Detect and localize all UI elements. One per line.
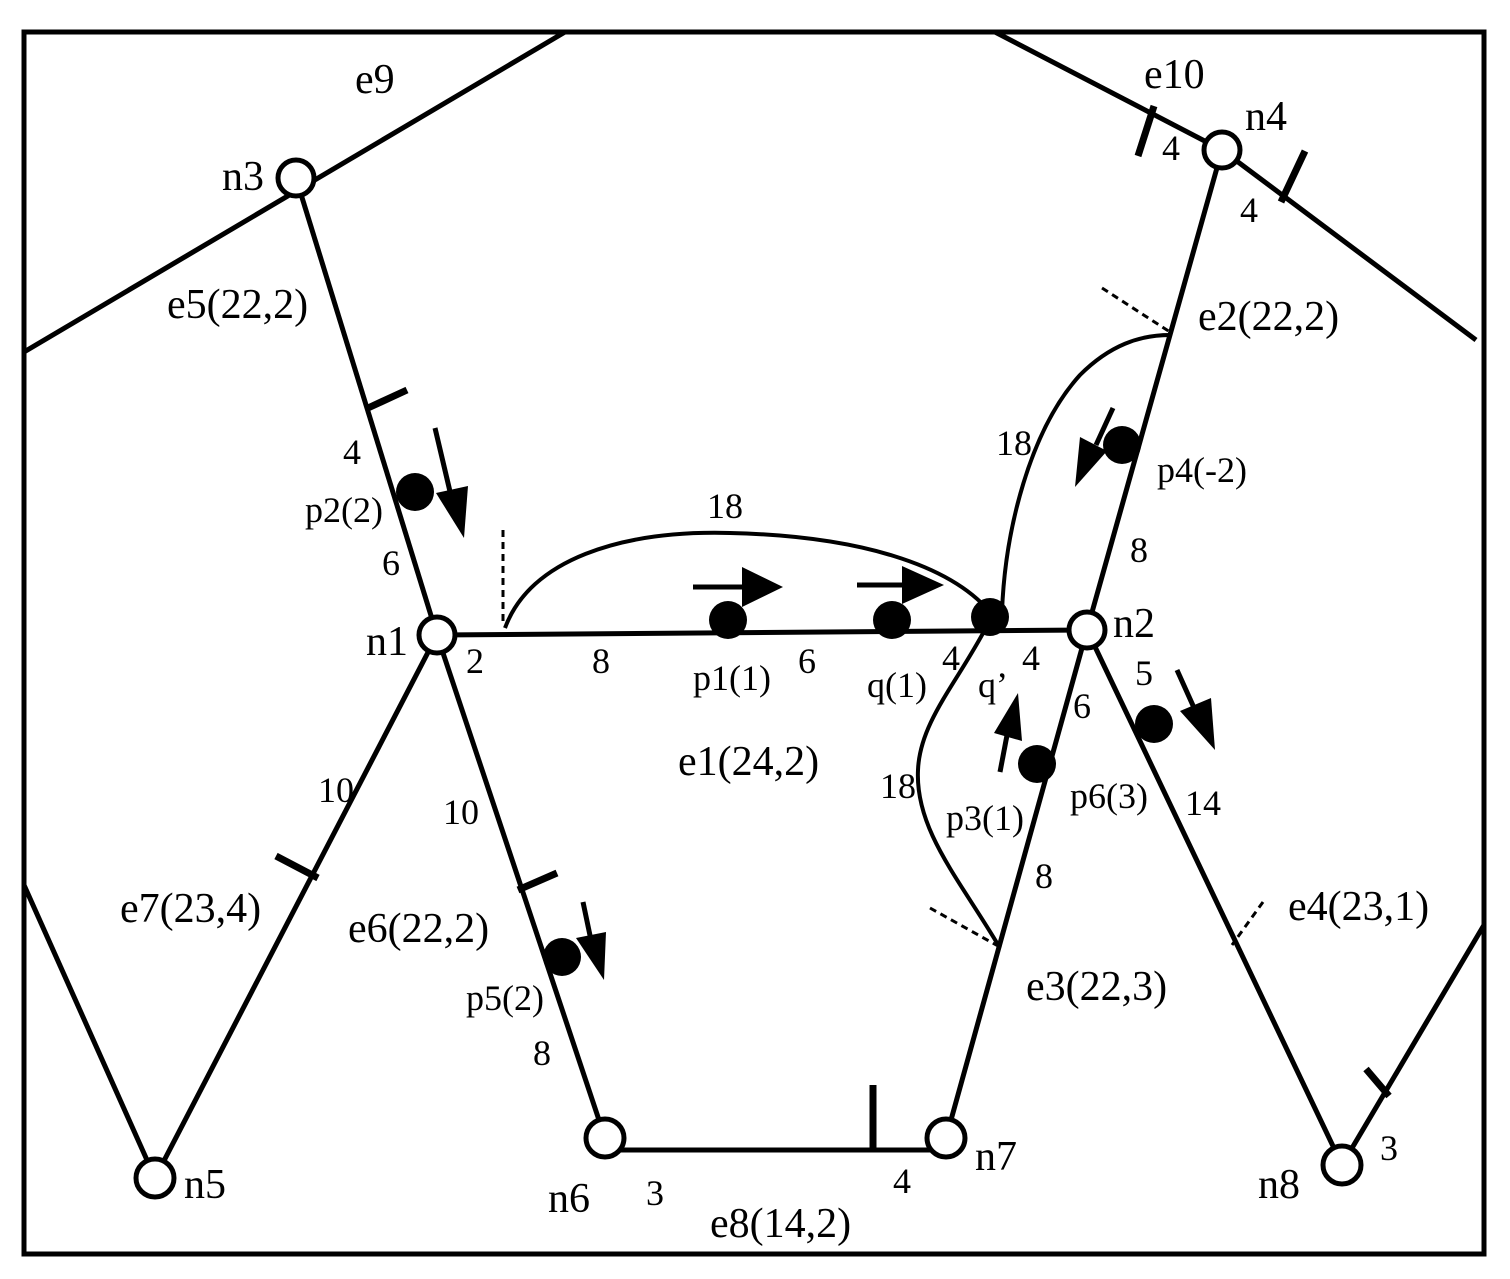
num-e10-a: 4: [1162, 128, 1180, 168]
num-e1-d: 4: [942, 638, 960, 678]
label-n2: n2: [1113, 601, 1155, 647]
tick-n4-right: [1277, 149, 1309, 204]
label-e7: e7(23,4): [120, 886, 261, 932]
edge-n8-right: [1339, 923, 1487, 1167]
curve-e2-arc: [1000, 333, 1171, 613]
node-n8: [1320, 1143, 1364, 1187]
node-n6: [583, 1116, 627, 1160]
tick-e10: [1134, 104, 1158, 158]
point-p1: [709, 601, 747, 639]
curve-e3-arc: [915, 619, 1002, 950]
point-p4: [1103, 426, 1141, 464]
num-e6-b: 8: [533, 1033, 551, 1073]
point-p5: [543, 938, 581, 976]
node-n3: [275, 157, 317, 199]
edge-left-n5: [21, 883, 158, 1180]
curve-e1-arc: [503, 530, 992, 629]
edge-e5: [293, 177, 440, 636]
label-e6: e6(22,2): [348, 906, 489, 952]
label-q-prime: q’: [978, 665, 1008, 705]
tick-e6: [516, 869, 559, 894]
arrow-p2: [432, 427, 468, 538]
label-p3: p3(1): [946, 798, 1024, 838]
frame: [21, 29, 1487, 1257]
label-e4: e4(23,1): [1288, 884, 1429, 930]
label-e10: e10: [1144, 52, 1205, 98]
num-e3-a: 6: [1073, 686, 1091, 726]
num-e1-c: 6: [798, 641, 816, 681]
dashed-marker-e3: [929, 906, 999, 948]
node-n1: [416, 614, 458, 656]
label-e2: e2(22,2): [1198, 294, 1339, 340]
num-e7-a: 10: [318, 770, 354, 810]
num-e5-b: 6: [382, 543, 400, 583]
dashed-marker-e4: [1230, 901, 1265, 946]
arrow-q: [857, 566, 944, 604]
label-n1: n1: [366, 619, 408, 665]
point-p6: [1135, 705, 1173, 743]
point-p3: [1018, 745, 1056, 783]
label-n3: n3: [222, 154, 264, 200]
label-e9: e9: [355, 57, 395, 103]
label-n6: n6: [548, 1176, 590, 1222]
num-e1-arc: 18: [707, 486, 743, 526]
label-p5: p5(2): [466, 978, 544, 1018]
tick-n8-right: [1363, 1066, 1392, 1099]
point-q: [873, 601, 911, 639]
label-e1: e1(24,2): [678, 739, 819, 785]
arrow-p6: [1174, 668, 1215, 750]
dashed-marker-e2: [1101, 286, 1171, 334]
edge-n4-right: [1220, 147, 1478, 343]
num-e2-arc: 18: [996, 423, 1032, 463]
label-e8: e8(14,2): [710, 1201, 851, 1247]
edge-e2: [1084, 149, 1225, 631]
node-n5: [133, 1156, 177, 1200]
label-p2: p2(2): [305, 490, 383, 530]
num-e5-a: 4: [343, 432, 361, 472]
label-n7: n7: [975, 1134, 1017, 1180]
arrow-p5: [576, 901, 606, 980]
num-e1-b: 8: [592, 641, 610, 681]
num-e6-a: 10: [443, 792, 479, 832]
node-n2: [1066, 609, 1108, 651]
node-n7: [924, 1116, 968, 1160]
tick-e7: [274, 852, 320, 882]
point-q-prime: [971, 598, 1009, 636]
num-e3-b: 8: [1035, 856, 1053, 896]
num-e10-b: 4: [1240, 190, 1258, 230]
label-e5: e5(22,2): [167, 282, 308, 328]
label-p6: p6(3): [1070, 776, 1148, 816]
label-p1: p1(1): [693, 658, 771, 698]
num-e1-a: 2: [466, 641, 484, 681]
edge-e7: [152, 633, 440, 1180]
node-n4: [1201, 129, 1243, 171]
num-e4-a: 5: [1135, 653, 1153, 693]
label-e3: e3(22,3): [1026, 964, 1167, 1010]
arrow-p4: [1075, 406, 1116, 487]
num-e8-a: 3: [646, 1173, 664, 1213]
label-p4: p4(-2): [1157, 450, 1247, 490]
num-e8-b: 4: [893, 1161, 911, 1201]
tick-e5: [366, 386, 409, 412]
edge-e3: [943, 629, 1090, 1139]
label-q: q(1): [867, 665, 927, 705]
num-e1-e: 4: [1022, 638, 1040, 678]
edge-e10: [993, 29, 1224, 153]
arrow-p3: [994, 693, 1022, 773]
num-n8-a: 3: [1380, 1128, 1398, 1168]
edge-e4: [1084, 628, 1345, 1167]
arrow-p1: [693, 567, 783, 607]
num-e4-b: 14: [1185, 783, 1221, 823]
label-n4: n4: [1245, 94, 1287, 140]
label-n5: n5: [184, 1162, 226, 1208]
label-n8: n8: [1258, 1162, 1300, 1208]
num-e2-b: 8: [1130, 530, 1148, 570]
point-p2: [396, 473, 434, 511]
num-e3-arc: 18: [880, 766, 916, 806]
